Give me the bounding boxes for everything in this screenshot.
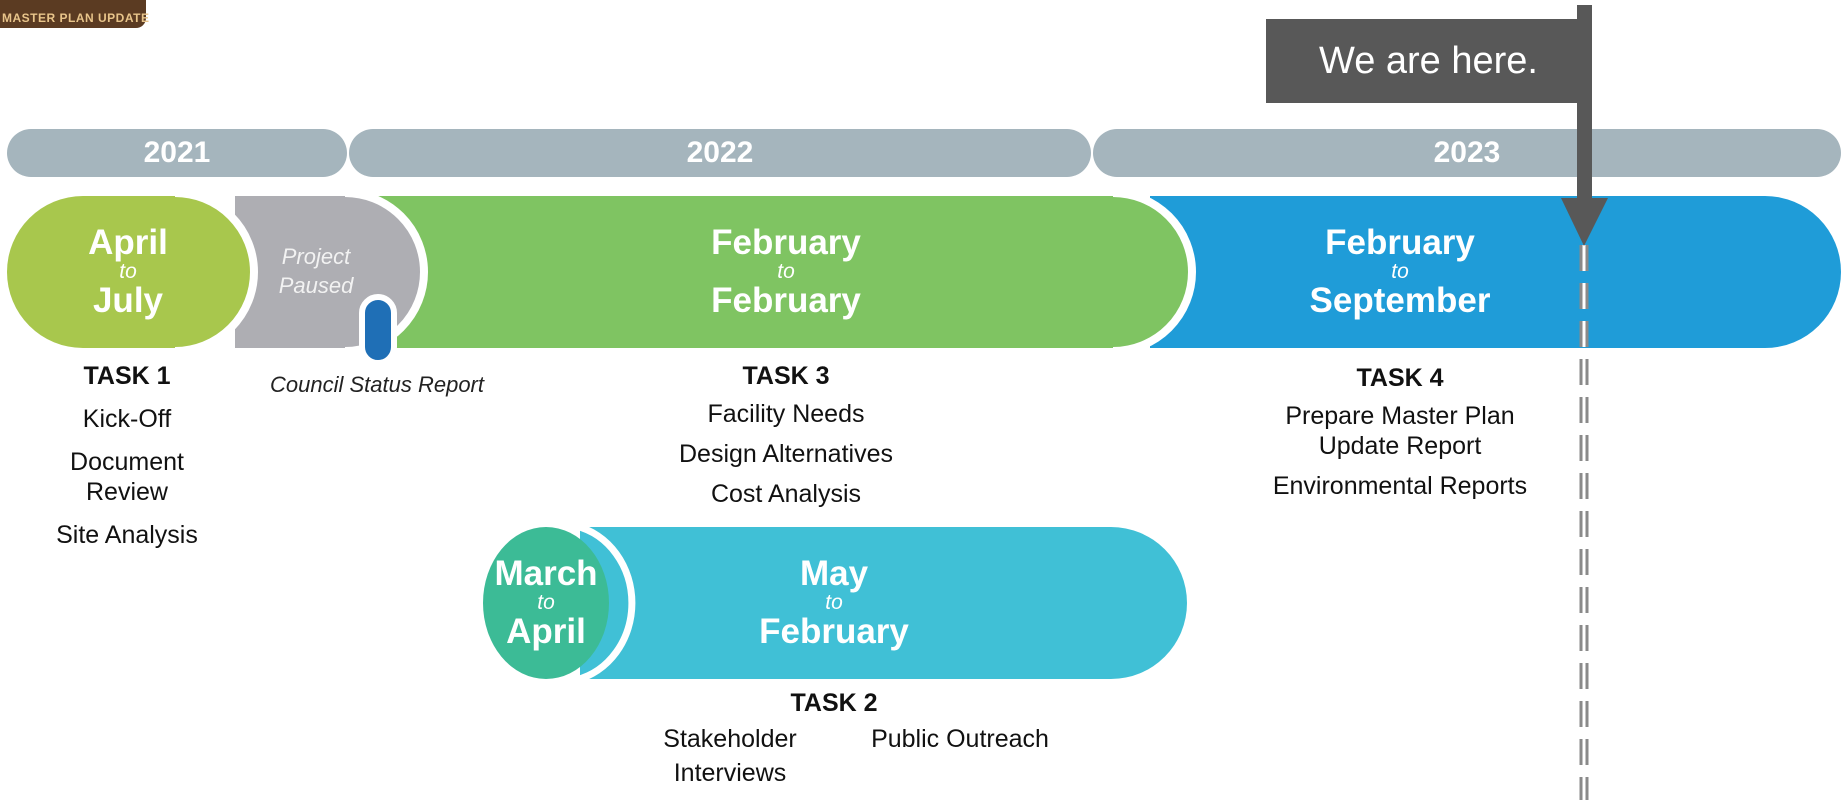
callout-text: We are here.: [1319, 39, 1538, 82]
task-title: TASK 1: [83, 362, 171, 390]
task4-dates: February to September: [1250, 196, 1550, 348]
project-paused: Project Paused: [256, 236, 376, 306]
task-item: Environmental Reports: [1272, 472, 1528, 500]
task1-dates: April to July: [7, 196, 249, 348]
task2a-bar-edge: [575, 522, 636, 684]
task1-bar-edge: [174, 189, 258, 355]
year-label: 2022: [686, 136, 754, 169]
logo-text: MASTER PLAN UPDATE: [2, 11, 150, 25]
date-to-word: to: [537, 591, 555, 614]
task-item: Public Outreach: [871, 725, 1049, 753]
task2a-dates: March to April: [486, 527, 606, 679]
date-until: February: [759, 612, 909, 651]
date-from: February: [711, 223, 861, 262]
date-to-word: to: [825, 591, 843, 614]
task-item: Stakeholder: [663, 725, 797, 753]
task3-bar-edge: [1112, 189, 1196, 355]
year-bar-2023: 2023: [1093, 129, 1841, 177]
date-from: May: [799, 554, 869, 593]
task-title: TASK 4: [1356, 364, 1444, 392]
date-until: July: [92, 281, 164, 320]
task-item: Update Report: [1318, 432, 1482, 460]
date-until: April: [506, 612, 586, 651]
council-status-marker: [359, 294, 397, 366]
task-title: TASK 2: [790, 689, 878, 717]
date-to-word: to: [1391, 260, 1409, 283]
council-status-report-label: Council Status Report: [270, 372, 484, 397]
task-item: Cost Analysis: [710, 480, 862, 508]
we-are-here-callout: We are here.: [1266, 19, 1591, 103]
task2-stakeholder: Stakeholder Interviews: [640, 724, 820, 788]
logo-mark: ▲▲▲: [14, 0, 110, 1]
date-to-word: to: [119, 260, 137, 283]
year-bar-2021: 2021: [7, 129, 347, 177]
task4-block: TASK 4 Prepare Master Plan Update Report…: [1230, 363, 1570, 501]
task2b-dates: May to February: [684, 527, 984, 679]
date-until: September: [1309, 281, 1491, 320]
task3-dates: February to February: [636, 196, 936, 348]
date-until: February: [711, 281, 861, 320]
task-item: Design Alternatives: [678, 440, 893, 468]
year-label: 2023: [1433, 136, 1501, 169]
task4-bar: [1150, 196, 1841, 348]
task-item: Facility Needs: [707, 400, 865, 428]
task-item: Kick-Off: [82, 405, 172, 433]
task3-block: TASK 3 Facility Needs Design Alternative…: [636, 361, 936, 509]
logo: ▲▲▲ MASTER PLAN UPDATE: [0, 0, 150, 28]
year-bar-2022: 2022: [349, 129, 1091, 177]
we-are-here-arrow-head: [1561, 198, 1608, 246]
date-from: March: [494, 554, 598, 593]
task2-title-block: TASK 2: [734, 688, 934, 718]
paused-line-2: Paused: [278, 273, 354, 298]
task1-block: TASK 1 Kick-Off Document Review Site Ana…: [27, 361, 227, 550]
task2a-bar: [483, 527, 609, 679]
task-item: Review: [86, 478, 168, 506]
task-item: Document: [70, 448, 184, 476]
date-to-word: to: [777, 260, 795, 283]
task2-outreach: Public Outreach: [855, 724, 1065, 754]
date-from: April: [88, 223, 168, 262]
date-from: February: [1325, 223, 1475, 262]
task1-bar: [7, 196, 251, 348]
year-label: 2021: [143, 136, 211, 169]
task-item: Interviews: [673, 759, 787, 787]
task-item: Site Analysis: [56, 521, 198, 549]
task-item: Prepare Master Plan: [1285, 402, 1515, 430]
task-title: TASK 3: [742, 362, 830, 390]
task3-bar: [375, 196, 1189, 348]
paused-line-1: Project: [281, 244, 351, 269]
task2b-bar: [580, 527, 1187, 679]
